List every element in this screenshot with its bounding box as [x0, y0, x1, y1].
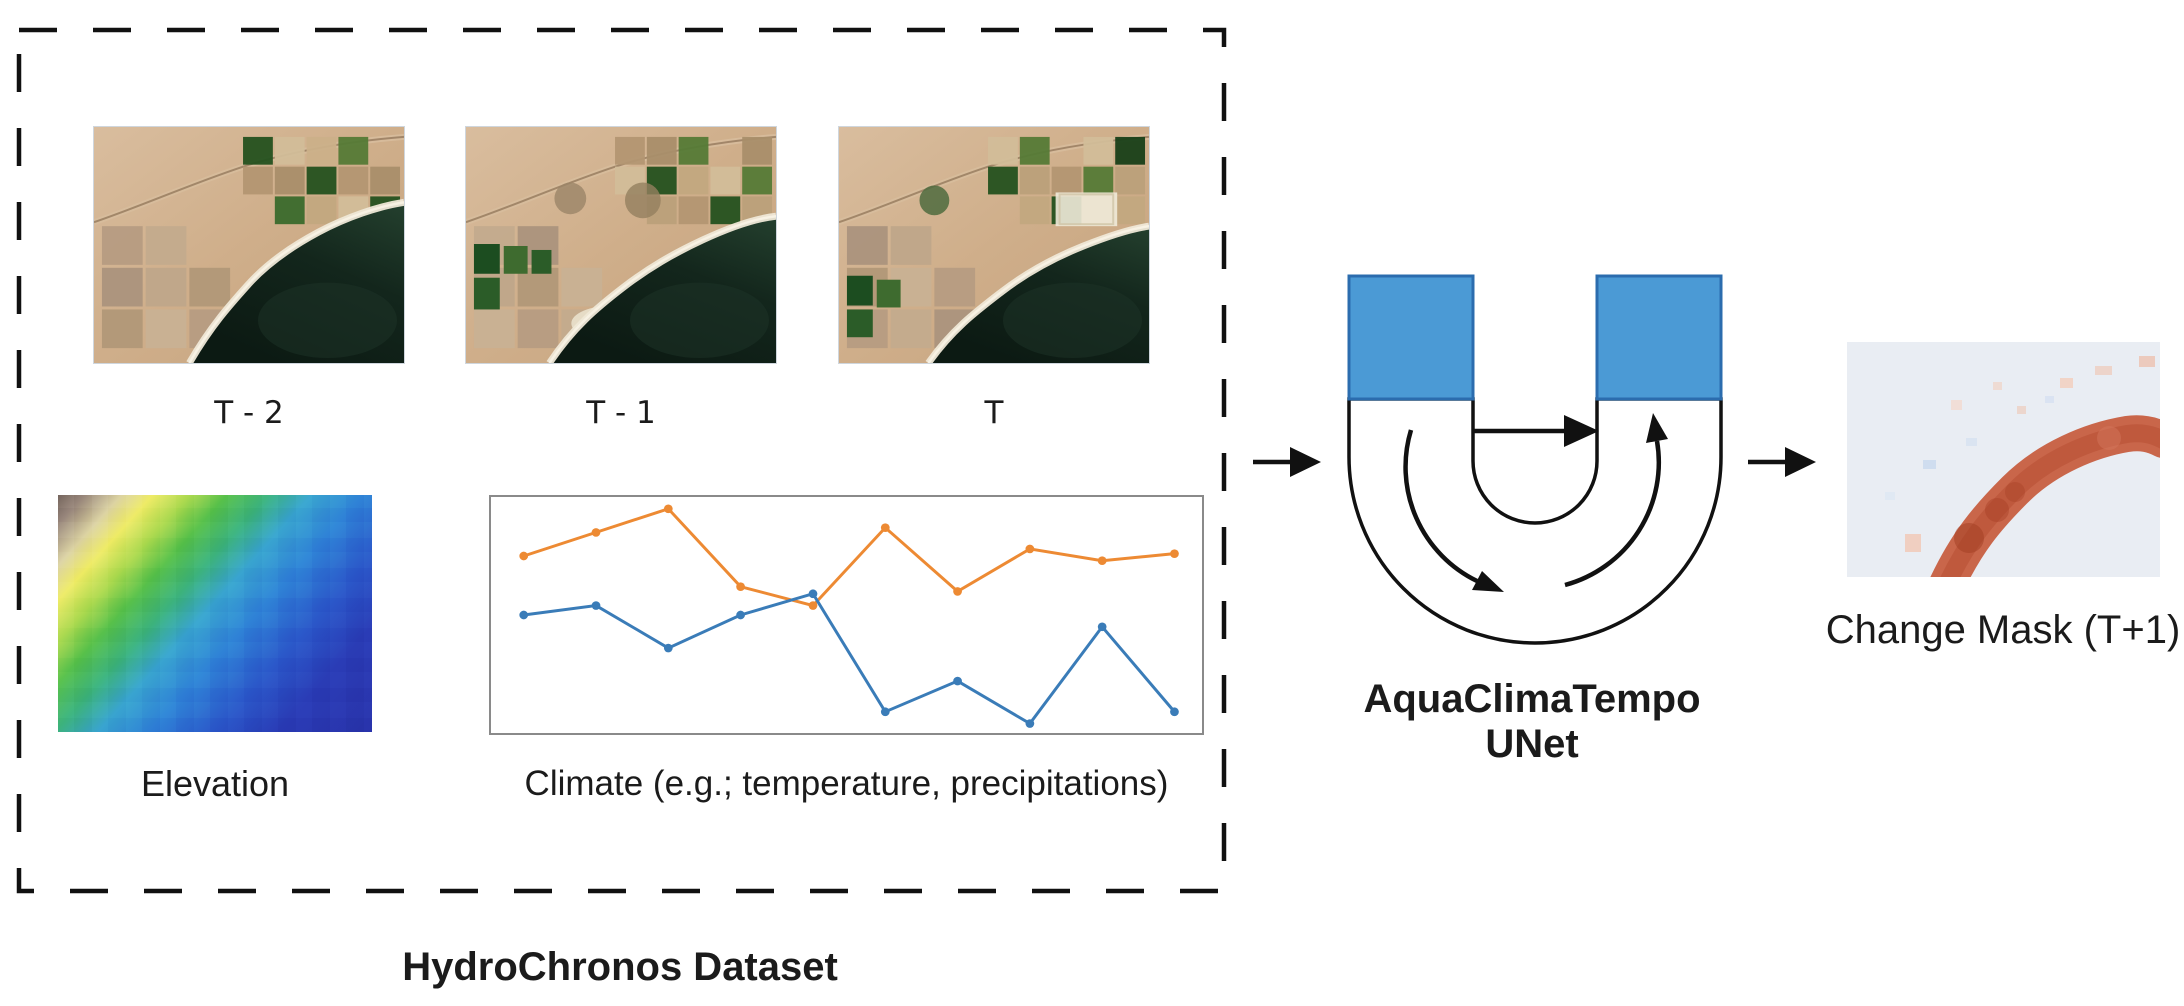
climate-label: Climate (e.g.; temperature, precipitatio… [524, 764, 1169, 803]
elevation-label: Elevation [140, 763, 290, 804]
output-arrow-icon [1748, 447, 1816, 477]
climate-chart [489, 495, 1204, 735]
unet-skip-arrow-icon [1473, 415, 1599, 447]
satellite-image-t-minus-2 [93, 126, 405, 364]
unet-downsample-arrow-icon [1403, 429, 1504, 592]
climate-chart-plot [519, 504, 1179, 728]
dataset-title: HydroChronos Dataset [402, 945, 838, 989]
label-t: T [984, 395, 1004, 431]
input-arrow-icon [1253, 447, 1321, 477]
change-mask-art [1847, 342, 2160, 577]
unet-decoder-block [1595, 274, 1723, 401]
unet-icon [1347, 274, 1723, 645]
change-mask-image [1847, 342, 2160, 577]
elevation-pixel-texture [58, 495, 372, 732]
unet-encoder-block [1347, 274, 1475, 401]
satellite-image-t [838, 126, 1150, 364]
model-name-line1: AquaClimaTempo [1363, 677, 1701, 721]
model-name-line2: UNet [1485, 722, 1579, 766]
elevation-map [58, 495, 372, 732]
model-name: AquaClimaTempo UNet [1322, 677, 1742, 767]
change-mask-label: Change Mask (T+1) [1825, 608, 2181, 652]
unet-upsample-arrow-icon [1564, 413, 1668, 588]
satellite-image-t-minus-1 [465, 126, 777, 364]
unet-u-body [1347, 397, 1723, 645]
label-t-minus-2: T - 2 [214, 395, 284, 431]
label-t-minus-1: T - 1 [586, 395, 656, 431]
